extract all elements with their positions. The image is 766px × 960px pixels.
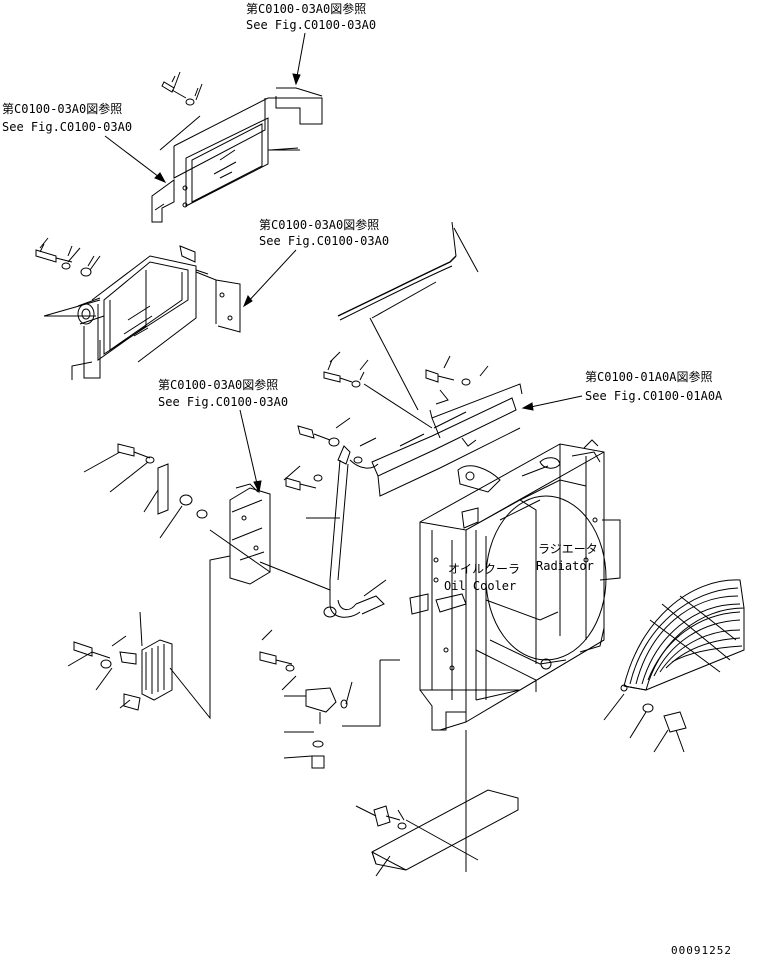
small-cooler-component [73, 555, 231, 720]
reference-jp: 第C0100-03A0図参照 [2, 101, 122, 116]
center-pipe [259, 425, 385, 618]
upper-support-bracket [323, 355, 523, 497]
middle-cooler-assembly [35, 243, 241, 380]
bottom-plate [371, 789, 519, 871]
reference-jp: 第C0100-03A0図参照 [246, 1, 366, 16]
guide-rod [337, 221, 457, 411]
reference-en: See Fig.C0100-03A0 [158, 395, 288, 409]
reference-label-mid: 第C0100-03A0図参照 See Fig.C0100-03A0 [259, 217, 389, 248]
reference-label-center-left: 第C0100-03A0図参照 See Fig.C0100-03A0 [158, 377, 288, 409]
reference-en: See Fig.C0100-03A0 [259, 234, 389, 248]
reference-label-upper-left: 第C0100-03A0図参照 See Fig.C0100-03A0 [2, 101, 132, 134]
fan-guard [620, 579, 745, 753]
left-bracket-assembly [117, 443, 271, 585]
radiator-frame [409, 439, 621, 872]
reference-label-top: 第C0100-03A0図参照 See Fig.C0100-03A0 [246, 1, 376, 32]
radiator-jp: ラジエータ [538, 542, 598, 556]
radiator-en: Radiator [536, 559, 594, 573]
reference-en: See Fig.C0100-03A0 [2, 120, 132, 134]
oil-cooler-label: オイルクーラ Oil Cooler [444, 562, 520, 593]
reference-leaders [104, 32, 583, 494]
drawing-code: 00091252 [671, 944, 732, 957]
part-leader-lines [39, 71, 669, 877]
drain-fittings [259, 651, 400, 769]
reference-jp: 第C0100-01A0A図参照 [585, 369, 712, 384]
radiator-label: ラジエータ Radiator [536, 542, 598, 573]
reference-jp: 第C0100-03A0図参照 [158, 377, 278, 392]
reference-en: See Fig.C0100-01A0A [585, 389, 723, 403]
reference-jp: 第C0100-03A0図参照 [259, 217, 379, 232]
top-cooler-assembly [151, 75, 323, 223]
reference-en: See Fig.C0100-03A0 [246, 18, 376, 32]
oil-cooler-jp: オイルクーラ [448, 562, 520, 576]
reference-label-right: 第C0100-01A0A図参照 See Fig.C0100-01A0A [585, 369, 723, 403]
oil-cooler-en: Oil Cooler [444, 579, 516, 593]
